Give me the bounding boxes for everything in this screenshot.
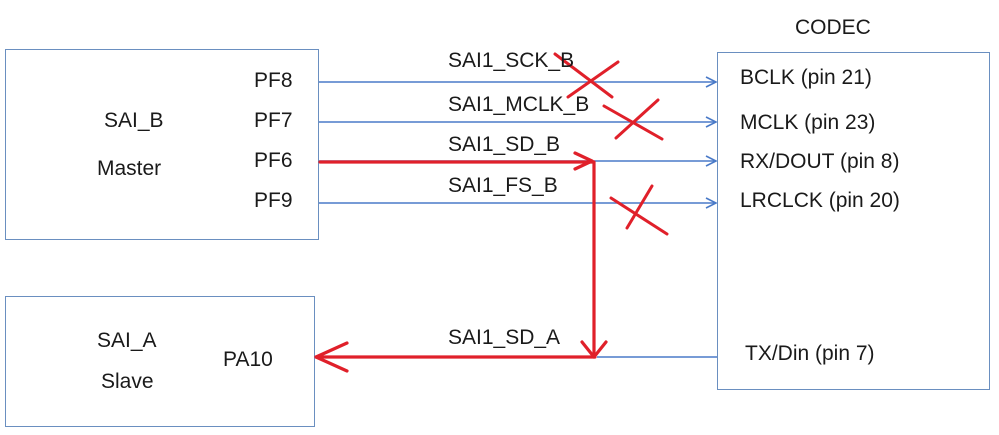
signal-fs-b: SAI1_FS_B [448, 174, 558, 197]
codec-box [717, 52, 990, 390]
sai-a-box [5, 296, 315, 427]
signal-sck: SAI1_SCK_B [448, 49, 575, 72]
sck-cross [553, 52, 620, 99]
pin-pa10: PA10 [223, 348, 273, 371]
sai-b-name: SAI_B [104, 109, 164, 132]
mclk-cross [602, 98, 664, 141]
pin-pf9: PF9 [254, 189, 293, 212]
codec-pin-mclk: MCLK (pin 23) [740, 111, 876, 134]
codec-pin-bclk: BCLK (pin 21) [740, 66, 872, 89]
signal-mclk: SAI1_MCLK_B [448, 93, 590, 116]
sai-a-name: SAI_A [97, 329, 157, 352]
sai-b-role: Master [97, 157, 162, 180]
codec-pin-lrclck: LRCLCK (pin 20) [740, 189, 900, 212]
pin-pf6: PF6 [254, 149, 293, 172]
sai-b-box [5, 49, 319, 240]
pin-pf7: PF7 [254, 109, 293, 132]
codec-pin-rx-dout: RX/DOUT (pin 8) [740, 150, 900, 173]
fs-b-cross [609, 184, 669, 236]
signal-sd-b: SAI1_SD_B [448, 133, 561, 156]
codec-pin-tx-din: TX/Din (pin 7) [745, 342, 875, 365]
signal-sd-a: SAI1_SD_A [448, 326, 561, 349]
pin-pf8: PF8 [254, 69, 293, 92]
codec-title: CODEC [795, 16, 871, 39]
sai-a-role: Slave [101, 370, 154, 393]
red-loopback-path [314, 151, 608, 373]
